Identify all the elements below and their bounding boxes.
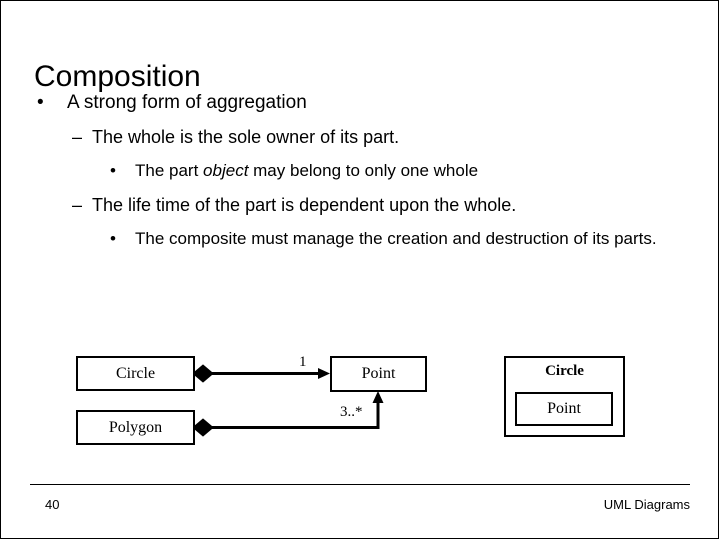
footer-note: UML Diagrams [603,497,690,512]
bullet-dash-icon: – [72,127,83,147]
uml-nested-inner-point: Point [515,392,613,426]
uml-class-name: Polygon [108,418,163,436]
bullet-list: • A strong form of aggregation – The who… [34,86,694,256]
bullet-dash-icon: – [72,195,83,215]
uml-class-point: Point [330,356,427,392]
uml-multiplicity-many: 3..* [340,404,363,420]
bullet-text-after: may belong to only one whole [248,161,479,180]
footer-divider [30,484,690,485]
list-item: • The composite must manage the creation… [34,222,694,256]
bullet-text: The part object may belong to only one w… [135,154,694,188]
uml-class-circle: Circle [76,356,195,391]
bullet-text: The life time of the part is dependent u… [92,195,517,215]
bullet-text: The composite must manage the creation a… [135,229,657,248]
page-number: 40 [45,497,60,512]
bullet-text: A strong form of aggregation [67,92,307,113]
list-item: – The life time of the part is dependent… [34,188,694,222]
uml-class-polygon: Polygon [76,410,195,445]
bullet-text: The whole is the sole owner of its part. [92,127,400,147]
bullet-dot-icon: • [110,161,116,180]
list-item: – The whole is the sole owner of its par… [34,120,694,154]
bullet-dot-icon: • [110,229,116,248]
bullet-text-emphasis: object [203,161,249,180]
uml-class-name: Circle [545,363,584,379]
list-item: • A strong form of aggregation [34,86,694,120]
bullet-dot-icon: • [37,92,44,113]
uml-class-name: Point [361,365,396,382]
uml-class-name: Circle [115,364,156,382]
list-item: • The part object may belong to only one… [34,154,694,188]
uml-multiplicity-one: 1 [299,354,307,370]
uml-class-name: Point [547,400,581,417]
page-title: Composition [34,60,201,94]
bullet-text-before: The part [135,161,204,180]
